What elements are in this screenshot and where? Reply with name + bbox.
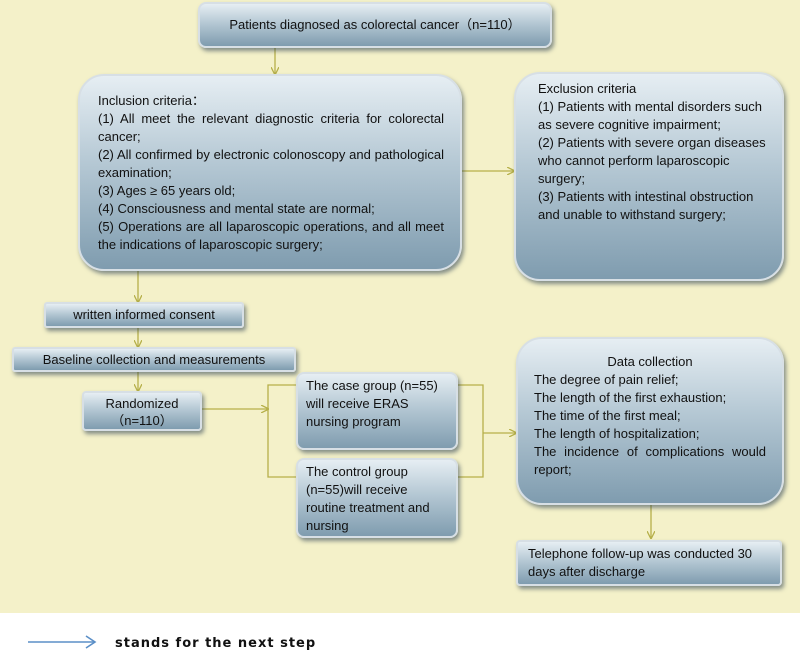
- randomized-box: Randomized （n=110）: [82, 391, 202, 431]
- data-collection-title: Data collection: [607, 354, 693, 369]
- connector-groups-left: [267, 384, 296, 478]
- inclusion-item: (2) All confirmed by electronic colonosc…: [98, 147, 444, 180]
- inclusion-item: (4) Consciousness and mental state are n…: [98, 201, 375, 216]
- followup-box: Telephone follow-up was conducted 30 day…: [516, 540, 782, 586]
- inclusion-item: (1) All meet the relevant diagnostic cri…: [98, 111, 444, 144]
- data-collection-box: Data collection The degree of pain relie…: [516, 337, 784, 505]
- legend-text: stands for the next step: [115, 636, 317, 651]
- data-collection-item: The degree of pain relief;: [534, 372, 679, 387]
- written-consent-box: written informed consent: [44, 302, 244, 328]
- data-collection-item: The time of the first meal;: [534, 408, 681, 423]
- inclusion-criteria-box: Inclusion criteria： (1) All meet the rel…: [78, 74, 462, 271]
- exclusion-item: (2) Patients with severe organ diseases …: [538, 135, 766, 186]
- inclusion-item: (3) Ages ≥ 65 years old;: [98, 183, 236, 198]
- exclusion-item: (1) Patients with mental disorders such …: [538, 99, 762, 132]
- randomized-label: Randomized: [105, 396, 179, 411]
- inclusion-item: (5) Operations are all laparoscopic oper…: [98, 219, 444, 252]
- exclusion-title: Exclusion criteria: [538, 81, 637, 96]
- legend-arrow-icon: [28, 635, 97, 649]
- baseline-box: Baseline collection and measurements: [12, 347, 296, 372]
- data-collection-item: The length of hospitalization;: [534, 426, 700, 441]
- randomized-count: （n=110）: [111, 413, 173, 428]
- connector-groups-right: [458, 384, 484, 478]
- top-box: Patients diagnosed as colorectal cancer（…: [198, 2, 552, 48]
- exclusion-item: (3) Patients with intestinal obstruction…: [538, 189, 754, 222]
- data-collection-item: The incidence of complications would rep…: [534, 444, 766, 477]
- control-group-box: The control group (n=55)will receive rou…: [296, 458, 458, 538]
- case-group-box: The case group (n=55) will receive ERAS …: [296, 372, 458, 450]
- data-collection-item: The length of the first exhaustion;: [534, 390, 727, 405]
- inclusion-title: Inclusion criteria：: [98, 93, 205, 108]
- exclusion-criteria-box: Exclusion criteria (1) Patients with men…: [514, 72, 784, 281]
